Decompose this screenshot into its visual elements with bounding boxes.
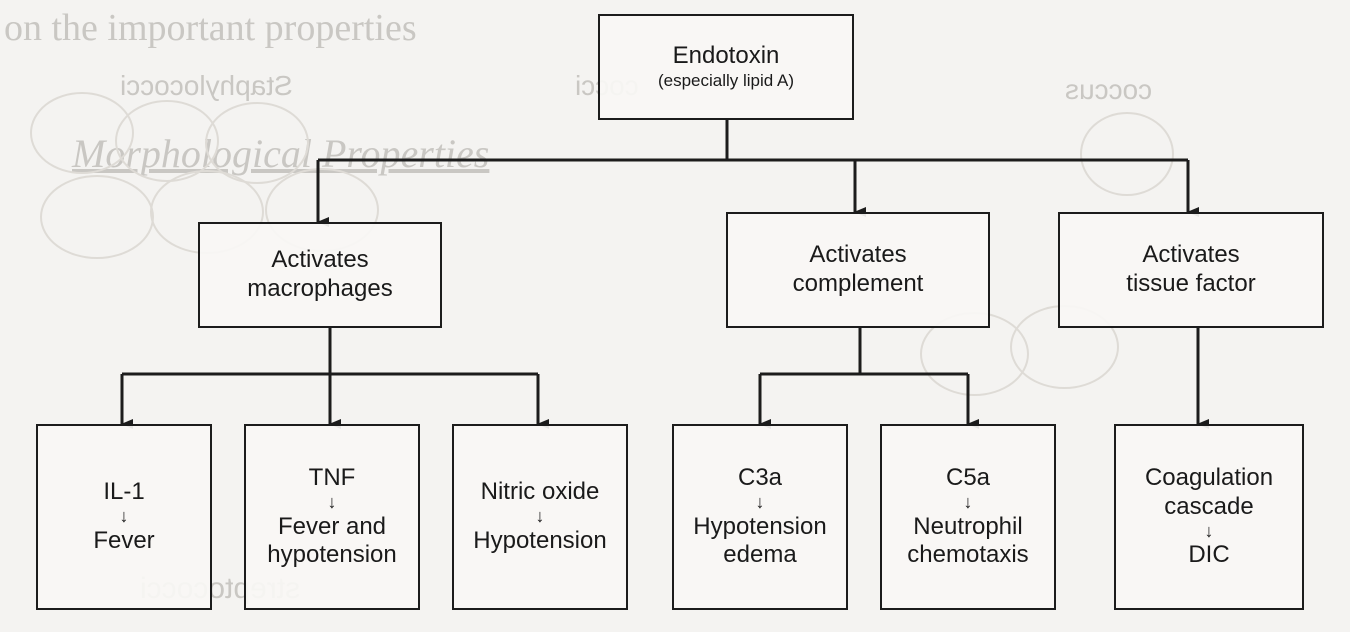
down-arrow-icon: ↓ <box>963 491 973 512</box>
effect-label: Hypotension <box>693 512 827 540</box>
activates-tissue-factor-box: Activates tissue factor <box>1058 212 1324 328</box>
c5a-box: C5a ↓ Neutrophil chemotaxis <box>880 424 1056 610</box>
c3a-box: C3a ↓ Hypotension edema <box>672 424 848 610</box>
effect-label-line2: chemotaxis <box>907 541 1029 569</box>
effect-label: Hypotension <box>473 526 607 554</box>
effect-label: Neutrophil <box>913 512 1023 540</box>
nitric-oxide-box: Nitric oxide ↓ Hypotension <box>452 424 628 610</box>
endotoxin-box: Endotoxin (especially lipid A) <box>598 14 854 120</box>
down-arrow-icon: ↓ <box>327 491 337 512</box>
effect-label-line2: hypotension <box>267 541 397 569</box>
effect-label: Fever and <box>277 512 387 540</box>
endotoxin-label: Endotoxin <box>672 42 780 70</box>
mediator-label: Coagulation <box>1144 463 1274 491</box>
mediator-label-line2: cascade <box>1164 492 1254 520</box>
activator-label: Activates <box>809 241 907 269</box>
down-arrow-icon: ↓ <box>535 506 545 527</box>
tnf-box: TNF ↓ Fever and hypotension <box>244 424 420 610</box>
il1-fever-box: IL-1 ↓ Fever <box>36 424 212 610</box>
activator-target: tissue factor <box>1126 270 1256 297</box>
activates-macrophages-box: Activates macrophages <box>198 222 442 328</box>
activator-label: Activates <box>271 246 369 274</box>
activator-label: Activates <box>1142 241 1240 269</box>
coagulation-box: Coagulation cascade ↓ DIC <box>1114 424 1304 610</box>
down-arrow-icon: ↓ <box>1204 520 1214 541</box>
mediator-label: C5a <box>945 463 991 491</box>
down-arrow-icon: ↓ <box>755 491 765 512</box>
effect-label-line2: edema <box>723 541 797 569</box>
effect-label: DIC <box>1188 541 1230 569</box>
down-arrow-icon: ↓ <box>119 506 129 527</box>
mediator-label: IL-1 <box>103 478 145 506</box>
show-through-circle <box>205 102 309 184</box>
activator-target: macrophages <box>247 275 393 302</box>
activator-target: complement <box>792 270 924 297</box>
show-through-line: on the important properties <box>4 7 417 49</box>
activates-complement-box: Activates complement <box>726 212 990 328</box>
show-through-circle <box>1080 112 1174 196</box>
mediator-label: TNF <box>308 463 356 491</box>
effect-label: Fever <box>93 526 155 554</box>
mediator-label: C3a <box>737 463 783 491</box>
mediator-label: Nitric oxide <box>480 478 600 506</box>
endotoxin-sublabel: (especially lipid A) <box>657 71 795 91</box>
